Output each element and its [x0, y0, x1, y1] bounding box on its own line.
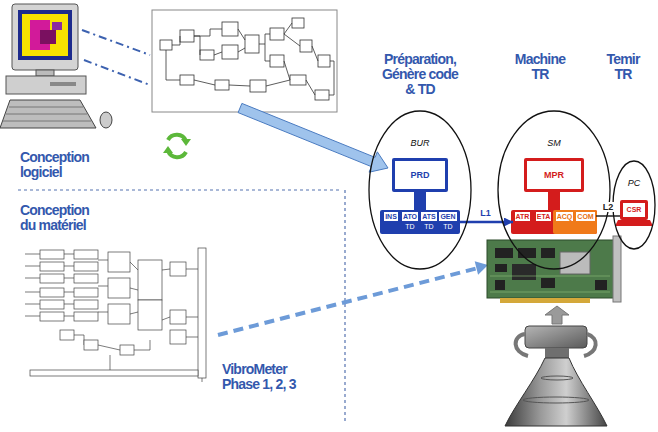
laptop-screen: CSR: [620, 200, 648, 220]
node-label: BUR: [410, 138, 429, 148]
group-ellipse: SM MPR ATR ETA ACQCOM: [497, 110, 611, 270]
module-box: ACQ: [555, 212, 575, 232]
link-label: L2: [602, 202, 615, 212]
section-label: Préparation, Génère code & TD: [379, 52, 461, 97]
module-box: ATSTD: [420, 212, 438, 232]
dashed-link: [82, 30, 150, 85]
computer-illustration: [0, 4, 112, 128]
node-label: MPR: [544, 170, 564, 180]
workstation-base: [380, 192, 653, 234]
group-ellipse: PC CSR: [612, 160, 656, 250]
section-label: Machine TR: [510, 52, 570, 82]
design-flow-arrow: [238, 103, 388, 172]
monitor-screen: MPR: [524, 158, 584, 192]
module-box: COM: [575, 212, 596, 232]
node-label: GEN: [439, 212, 456, 221]
node-label: CSR: [627, 205, 642, 215]
node-label: ACQ: [556, 212, 574, 221]
node-label: INS: [384, 212, 398, 221]
separator-line: [18, 190, 345, 422]
hardware-flow-arrow: [218, 261, 488, 335]
section-label: Temir TR: [598, 52, 648, 82]
node-label: ATO: [402, 212, 418, 221]
section-label: VibroMeter Phase 1, 2, 3: [222, 362, 318, 392]
node-label: ATS: [421, 212, 436, 221]
hardware-block-diagram: [25, 248, 206, 382]
rocket-engine: [505, 326, 607, 426]
module-box: ATR: [513, 212, 532, 232]
simulink-screenshot: [152, 10, 337, 112]
node-label: PRD: [410, 170, 429, 180]
ellipse-outline: [498, 111, 610, 269]
node-label: ETA: [536, 212, 551, 221]
section-label: Conception du matériel: [20, 203, 104, 233]
module-sublabel: TD: [424, 222, 433, 231]
link-label: L1: [479, 208, 492, 218]
module-box: GENTD: [438, 212, 458, 232]
module-sublabel: TD: [443, 222, 452, 231]
ellipse-outline: [613, 161, 655, 249]
monitor-screen: PRD: [392, 158, 448, 192]
module-sublabel: TD: [405, 222, 414, 231]
module-box: ETA: [534, 212, 553, 232]
node-label: PC: [628, 178, 641, 188]
ellipse-outline: [369, 111, 471, 269]
feedback-arrow: [545, 306, 569, 324]
cycle-arrows: [163, 135, 191, 157]
module-box: ATOTD: [401, 212, 420, 232]
group-ellipse: BURPRDINSATOTDATSTDGENTD: [368, 110, 472, 270]
node-label: COM: [576, 212, 594, 221]
node-label: ATR: [515, 212, 531, 221]
node-label: SM: [547, 138, 561, 148]
link-connector: [596, 215, 620, 217]
module-box: INS: [382, 212, 400, 232]
section-label: Conception logiciel: [20, 150, 104, 180]
